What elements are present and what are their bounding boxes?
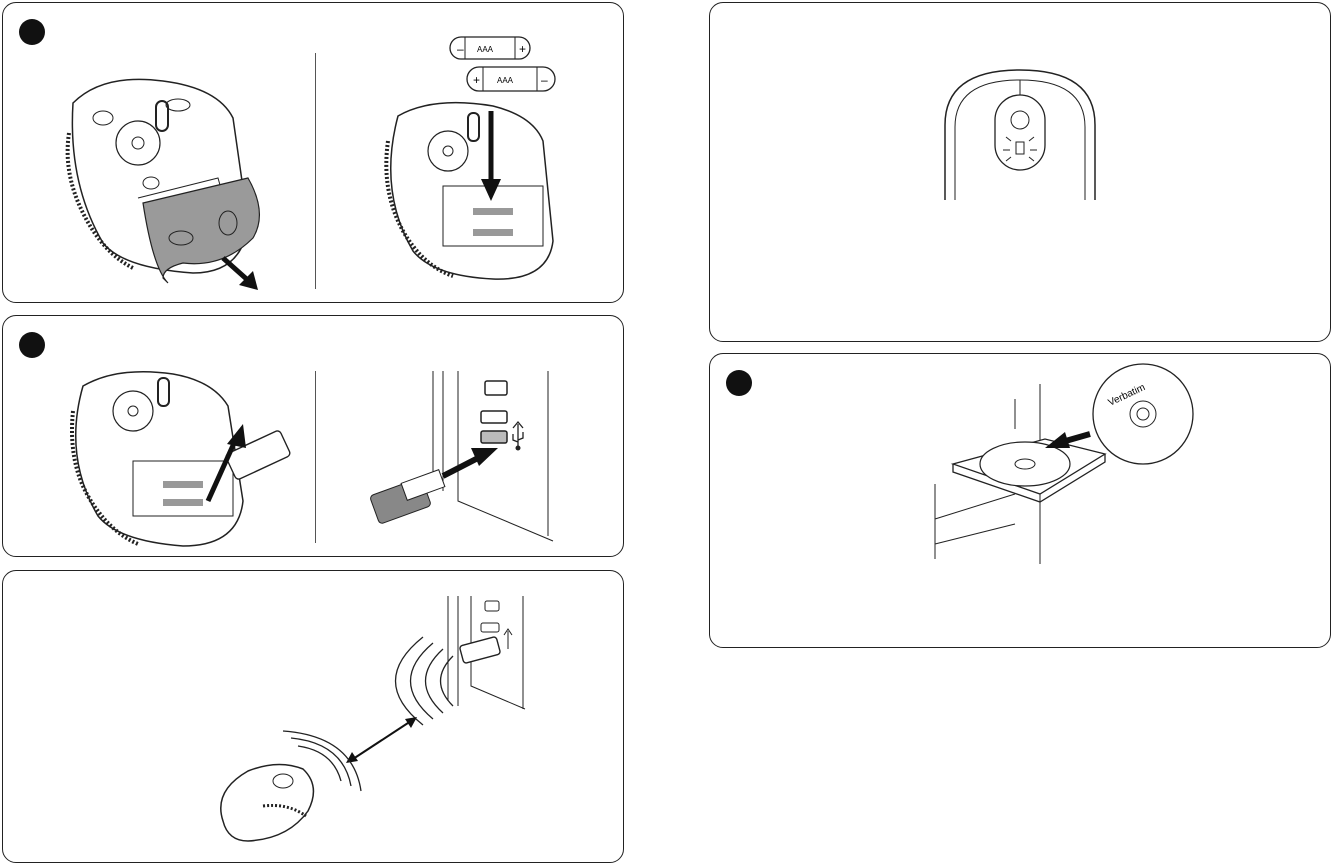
battery-1-label: AAA [477, 45, 494, 54]
wireless-range-illustration [203, 591, 543, 856]
battery-1-minus: – [457, 42, 464, 56]
step-cd-bullet [726, 370, 752, 396]
battery-1-plus: + [519, 42, 526, 56]
panel-battery-indicator [709, 2, 1331, 342]
step-1-bullet [19, 19, 45, 45]
panel-step-2-connect-receiver [2, 315, 624, 557]
panel-step-install-software-cd: Verbatim [709, 353, 1331, 648]
battery-2: + – AAA [467, 67, 555, 91]
mouse-underside-cover-removal-illustration [43, 63, 293, 293]
usb-port-plug-in-illustration [363, 366, 563, 546]
panel-2-divider [315, 371, 316, 543]
mouse-receiver-removal-illustration [63, 366, 303, 551]
panel-1-divider [315, 53, 316, 289]
cd-drive-illustration: Verbatim [925, 384, 1195, 564]
panel-step-1-install-batteries: – + AAA + – AAA [2, 2, 624, 303]
mouse-top-battery-led-illustration [940, 65, 1100, 205]
panel-step-3-wireless-range [2, 570, 624, 863]
batteries-illustration: – + AAA + – AAA [445, 27, 565, 107]
battery-2-plus: + [473, 73, 480, 87]
step-2-bullet [19, 332, 45, 358]
battery-2-label: AAA [497, 76, 514, 85]
battery-2-minus: – [541, 73, 548, 87]
battery-1: – + AAA [450, 37, 530, 59]
mouse-battery-compartment-illustration [373, 101, 573, 281]
